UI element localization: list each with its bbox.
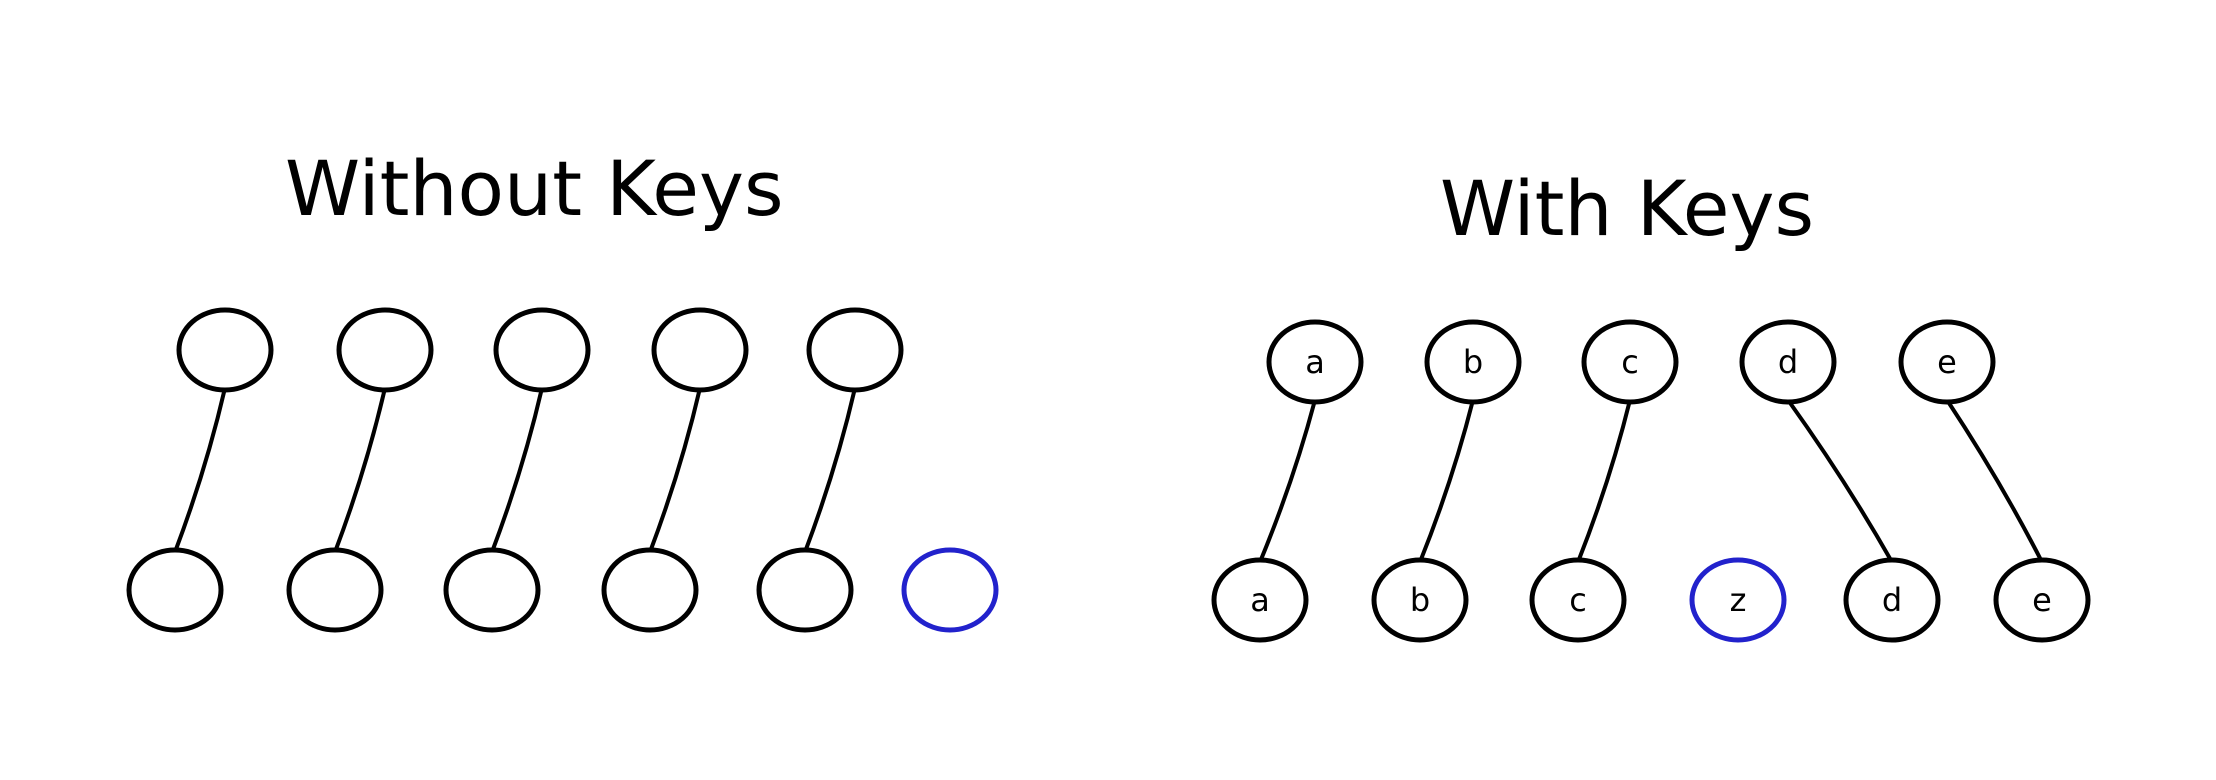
node-circle (1739, 319, 1837, 405)
link-line (1258, 398, 1317, 564)
top-node: d (1739, 319, 1837, 405)
node-label: b (1463, 343, 1483, 381)
panel-with-keys: With Keys a b c d e a b c z d e (1211, 164, 2091, 643)
edges-with-keys (1258, 398, 2044, 564)
node-circle (601, 547, 699, 633)
node-circle (1898, 319, 1996, 405)
top-node: c (1581, 319, 1679, 405)
panel-title-with-keys: With Keys (1440, 164, 1814, 253)
bottom-node (901, 547, 999, 633)
link-line (1786, 398, 1894, 564)
node-circle (336, 307, 434, 393)
top-node: b (1424, 319, 1522, 405)
link-line (1418, 398, 1475, 564)
node-circle (1993, 557, 2091, 643)
bottom-row-without-keys (126, 547, 999, 633)
top-row-with-keys: a b c d e (1266, 319, 1996, 405)
node-circle (651, 307, 749, 393)
node-label: e (1937, 343, 1957, 381)
node-circle (1529, 557, 1627, 643)
node-circle (756, 547, 854, 633)
top-node: a (1266, 319, 1364, 405)
node-circle (493, 307, 591, 393)
panel-title-without-keys: Without Keys (285, 144, 784, 233)
node-label: d (1778, 343, 1798, 381)
link-line (173, 386, 227, 554)
node-circle (443, 547, 541, 633)
bottom-node (756, 547, 854, 633)
node-circle (1266, 319, 1364, 405)
bottom-node: e (1993, 557, 2091, 643)
bottom-node: a (1211, 557, 1309, 643)
bottom-node: d (1843, 557, 1941, 643)
node-label: b (1410, 581, 1430, 619)
node-circle (176, 307, 274, 393)
link-line (648, 386, 702, 554)
node-circle (1211, 557, 1309, 643)
link-line (490, 386, 544, 554)
node-circle (1581, 319, 1679, 405)
node-circle (1371, 557, 1469, 643)
top-node (336, 307, 434, 393)
link-line (1576, 398, 1632, 564)
link-line (803, 386, 857, 554)
node-circle (1689, 557, 1787, 643)
bottom-node (601, 547, 699, 633)
top-node: e (1898, 319, 1996, 405)
node-label: z (1730, 581, 1747, 619)
bottom-node (443, 547, 541, 633)
bottom-node: b (1371, 557, 1469, 643)
bottom-node: c (1529, 557, 1627, 643)
node-label: e (2032, 581, 2052, 619)
panel-without-keys: Without Keys (126, 144, 999, 633)
edges-without-keys (173, 386, 857, 554)
node-label: c (1621, 343, 1639, 381)
top-node (493, 307, 591, 393)
node-label: d (1882, 581, 1902, 619)
bottom-node: z (1689, 557, 1787, 643)
node-label: c (1569, 581, 1587, 619)
bottom-node (126, 547, 224, 633)
node-label: a (1250, 581, 1270, 619)
top-node (651, 307, 749, 393)
node-circle (806, 307, 904, 393)
link-line (1945, 398, 2044, 564)
top-row-without-keys (176, 307, 904, 393)
node-label: a (1305, 343, 1325, 381)
node-circle (1424, 319, 1522, 405)
bottom-node (286, 547, 384, 633)
top-node (806, 307, 904, 393)
node-circle (286, 547, 384, 633)
node-circle (126, 547, 224, 633)
node-circle (901, 547, 999, 633)
link-line (333, 386, 387, 554)
node-circle (1843, 557, 1941, 643)
top-node (176, 307, 274, 393)
